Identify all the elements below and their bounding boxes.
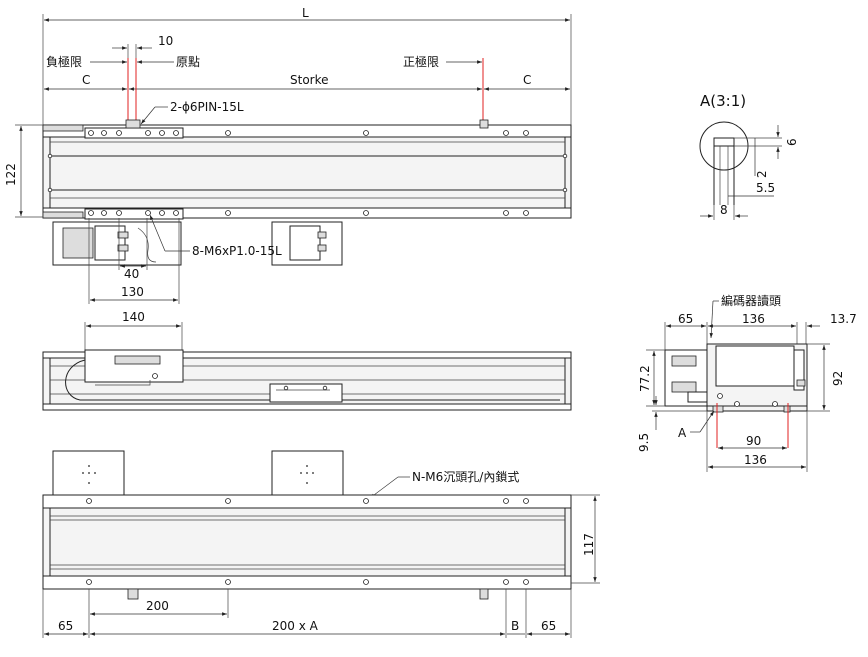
top-view: L 10 負極限 原點 正極限 C Storke C 2-ϕ6PIN-15L bbox=[4, 6, 572, 304]
rail-holes-bottom bbox=[88, 210, 529, 216]
dim-140: 140 bbox=[122, 310, 145, 324]
dim-40: 40 bbox=[124, 267, 139, 281]
side-view: 140 bbox=[42, 310, 572, 411]
counterbore-callout: N-M6沉頭孔/內鎖式 bbox=[412, 469, 519, 484]
encoder-callout: 編碼器讀頭 bbox=[721, 293, 781, 308]
dim-200xA: 200 x A bbox=[272, 619, 319, 633]
dim-92: 92 bbox=[831, 371, 845, 386]
origin-label: 原點 bbox=[176, 55, 200, 69]
dim-5-5: 5.5 bbox=[756, 181, 775, 195]
dim-122: 122 bbox=[4, 163, 18, 186]
dim-6: 6 bbox=[785, 138, 799, 146]
bottom-view: N-M6沉頭孔/內鎖式 117 200 bbox=[42, 450, 600, 638]
dim-65-right: 65 bbox=[541, 619, 556, 633]
dim-65-side: 65 bbox=[678, 312, 693, 326]
tap-callout: 8-M6xP1.0-15L bbox=[192, 244, 282, 258]
detail-a-title: A(3:1) bbox=[700, 92, 746, 110]
neg-limit-label: 負極限 bbox=[46, 54, 82, 69]
pin-callout: 2-ϕ6PIN-15L bbox=[170, 100, 244, 114]
marker-A: A bbox=[678, 426, 687, 440]
dim-9-5: 9.5 bbox=[637, 433, 651, 452]
carriage-dots bbox=[82, 465, 314, 484]
dim-130: 130 bbox=[121, 285, 144, 299]
dim-136-bot: 136 bbox=[744, 453, 767, 467]
dim-136-top: 136 bbox=[742, 312, 765, 326]
dim-stroke: Storke bbox=[290, 73, 329, 87]
pos-limit-label: 正極限 bbox=[403, 54, 439, 69]
dim-B: B bbox=[511, 619, 519, 633]
dim-77-2: 77.2 bbox=[638, 365, 652, 392]
bottom-holes bbox=[86, 498, 529, 585]
dim-L: L bbox=[302, 6, 309, 20]
end-view: 編碼器讀頭 65 136 13.7 77.2 bbox=[637, 293, 857, 472]
dim-13-7: 13.7 bbox=[830, 312, 857, 326]
dim-90: 90 bbox=[746, 434, 761, 448]
rail-holes-top bbox=[88, 130, 529, 136]
dim-10: 10 bbox=[158, 34, 173, 48]
detail-a-view: A(3:1) 6 2 5.5 8 bbox=[699, 92, 799, 220]
dim-c-left: C bbox=[82, 73, 90, 87]
dim-117: 117 bbox=[582, 533, 596, 556]
dim-2: 2 bbox=[755, 170, 769, 178]
dim-c-right: C bbox=[523, 73, 531, 87]
dim-200: 200 bbox=[146, 599, 169, 613]
dim-65-left: 65 bbox=[58, 619, 73, 633]
dim-8: 8 bbox=[720, 203, 728, 217]
